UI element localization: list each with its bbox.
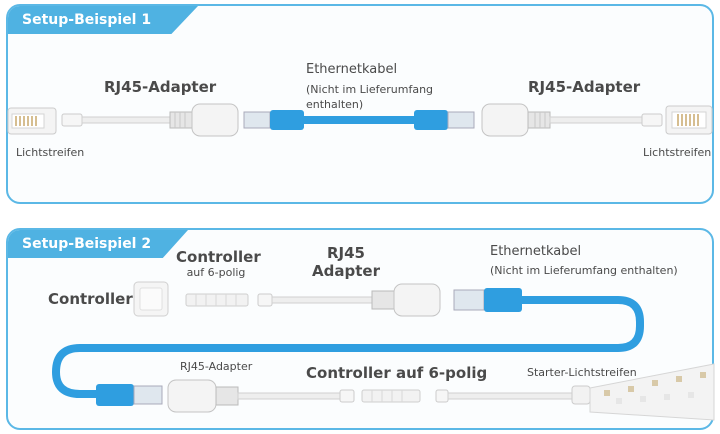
light-strip-left-icon (7, 107, 57, 135)
light-strip-right-label: Lichtstreifen (643, 146, 712, 159)
light-strip-right-icon (665, 105, 713, 135)
rj45-adapter-top-label: RJ45 Adapter (306, 244, 386, 280)
controller-six-pin-label-line1: Controller (176, 248, 261, 266)
starter-light-strip-label: Starter-Lichtstreifen (527, 366, 637, 379)
ethernet-cable-1-icon (243, 110, 475, 130)
light-strip-left-label: Lichtstreifen (16, 146, 85, 159)
rj45-adapter-right-label: RJ45-Adapter (528, 78, 641, 96)
controller-six-pin-connector-icon (185, 293, 249, 307)
ethernet-cable-1-note-line2: enthalten) (306, 98, 364, 111)
starter-light-strip-icon (435, 363, 715, 421)
setup-example-2-title: Setup-Beispiel 2 (8, 230, 188, 258)
six-pin-connector-bottom-icon (361, 389, 421, 403)
controller-six-pin-bottom-label: Controller auf 6-polig (306, 364, 488, 382)
six-pin-plug-left-icon (61, 113, 173, 127)
six-pin-plug-right-icon (549, 113, 663, 127)
ethernet-cable-1-note-line1: (Nicht im Lieferumfang (306, 83, 434, 96)
rj45-adapter-right-icon (481, 103, 551, 137)
controller-six-pin-label-line2: auf 6-polig (186, 266, 246, 279)
ethernet-cable-2-note: (Nicht im Lieferumfang enthalten) (490, 264, 678, 277)
rj45-adapter-top-cable-icon (257, 283, 441, 317)
controller-icon (133, 281, 169, 317)
ethernet-cable-2-label: Ethernetkabel (490, 244, 582, 259)
rj45-adapter-left-icon (169, 103, 239, 137)
setup-example-1-panel: Setup-Beispiel 1 (6, 4, 714, 204)
rj45-adapter-bottom-label: RJ45-Adapter (180, 360, 253, 373)
rj45-adapter-bottom-icon (167, 379, 355, 413)
controller-label: Controller (48, 290, 133, 308)
ethernet-cable-2-icon (51, 288, 644, 406)
controller-six-pin-label: Controller auf 6-polig (176, 248, 261, 279)
ethernet-cable-1-label: Ethernetkabel (306, 62, 398, 77)
setup-example-1-title: Setup-Beispiel 1 (8, 6, 198, 34)
rj45-adapter-top-label-line1: RJ45 (326, 244, 365, 262)
rj45-adapter-top-label-line2: Adapter (312, 262, 380, 280)
rj45-adapter-left-label: RJ45-Adapter (104, 78, 217, 96)
